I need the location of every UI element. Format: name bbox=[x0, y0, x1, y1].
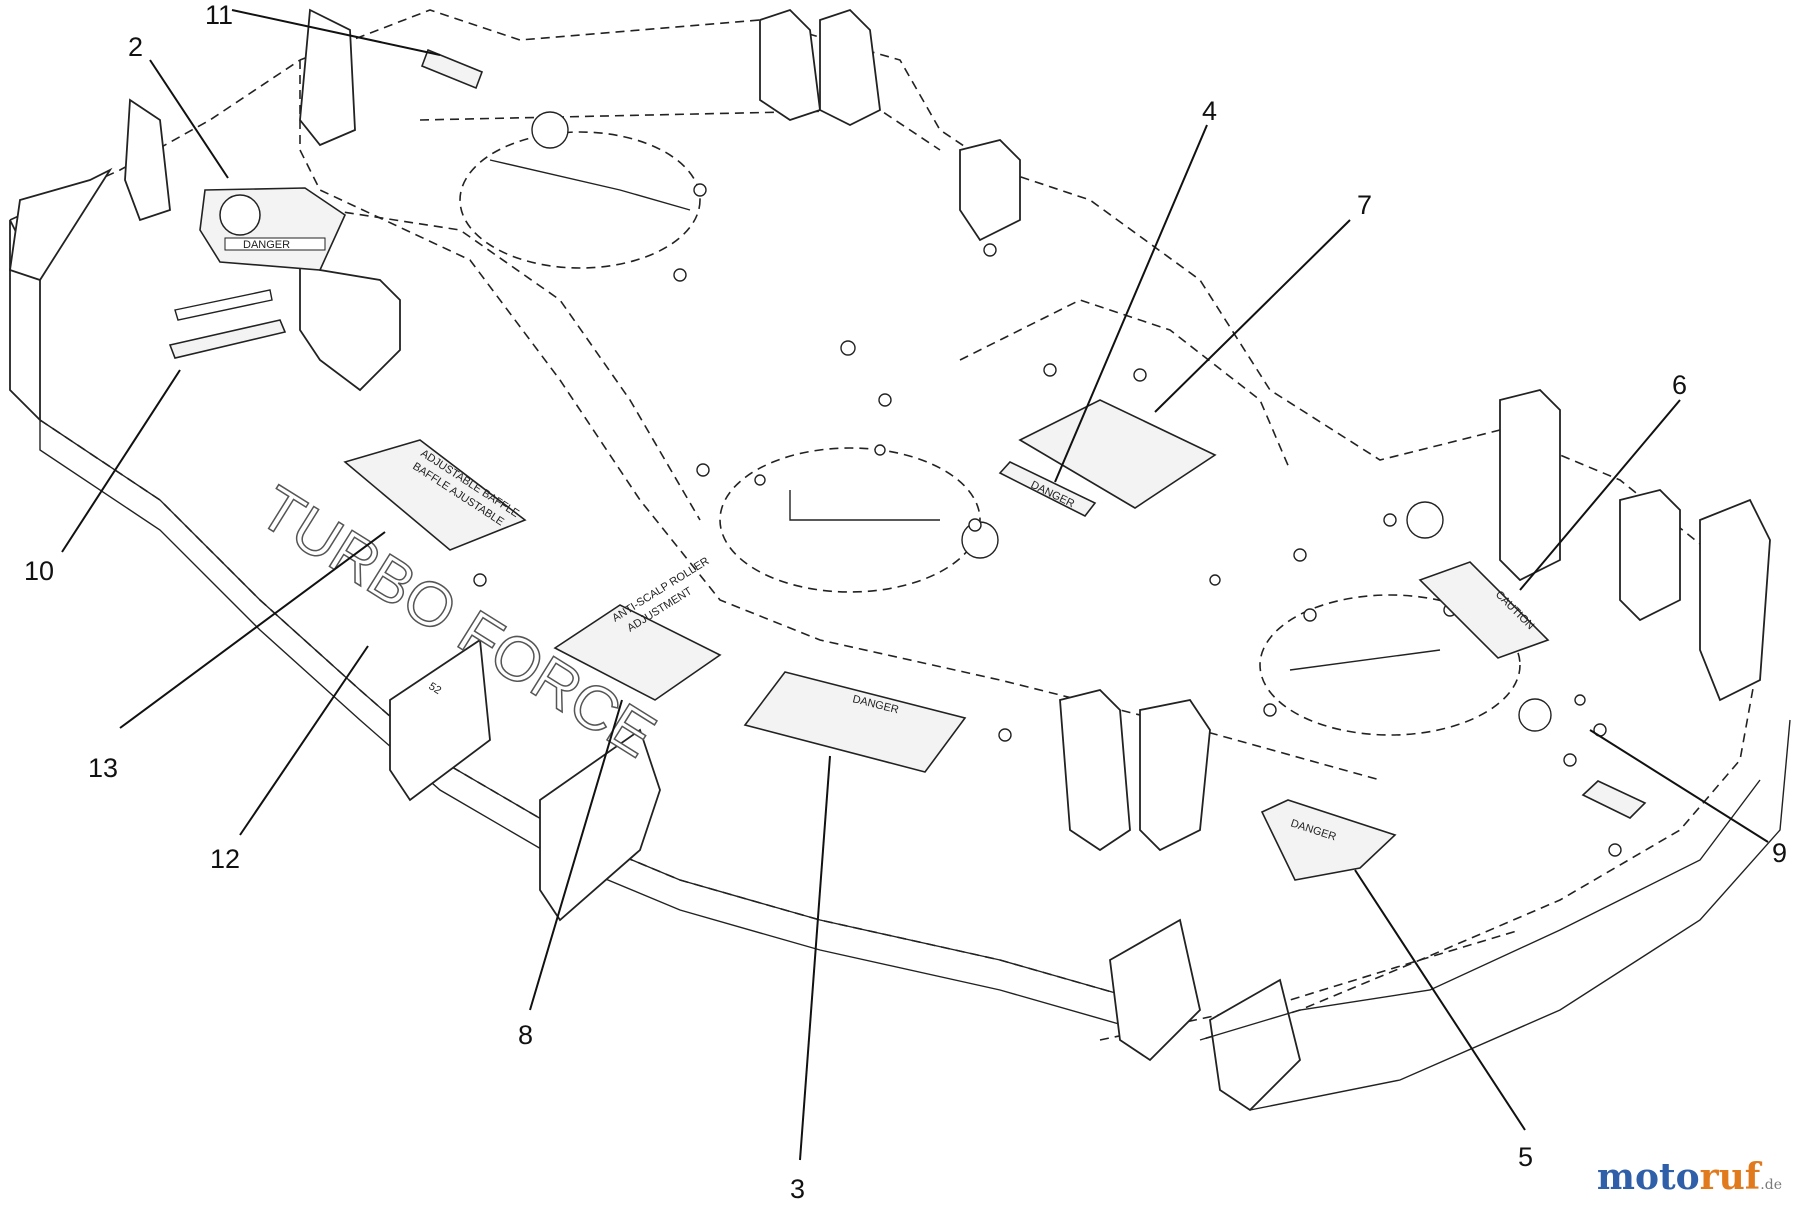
callout-13: 13 bbox=[88, 753, 118, 783]
decal-2-danger: DANGER bbox=[199, 187, 347, 271]
mounting-holes bbox=[473, 111, 1622, 857]
decal-2-text: DANGER bbox=[243, 239, 290, 251]
decal-10-strip bbox=[168, 289, 287, 359]
deck-structure bbox=[9, 8, 1791, 1112]
callout-5: 5 bbox=[1518, 1142, 1533, 1172]
decal-11 bbox=[420, 48, 484, 90]
callout-2: 2 bbox=[128, 32, 143, 62]
decal-7-plate bbox=[1018, 399, 1217, 509]
watermark-logo: motoruf.de bbox=[1597, 1156, 1782, 1198]
decal-5-danger: DANGER bbox=[1260, 799, 1397, 881]
callout-12: 12 bbox=[210, 844, 240, 874]
watermark-suffix: .de bbox=[1760, 1177, 1782, 1193]
callout-numbers: 11 2 4 7 6 10 13 12 8 3 5 9 bbox=[24, 0, 1787, 1204]
blade-openings bbox=[459, 131, 1521, 736]
leader-lines bbox=[61, 9, 1769, 1161]
callout-3: 3 bbox=[790, 1174, 805, 1204]
watermark-part2: ruf bbox=[1699, 1156, 1761, 1198]
callout-8: 8 bbox=[518, 1020, 533, 1050]
watermark-part1: moto bbox=[1596, 1156, 1700, 1198]
callout-4: 4 bbox=[1202, 96, 1217, 126]
callout-6: 6 bbox=[1672, 370, 1687, 400]
callout-11: 11 bbox=[205, 0, 233, 30]
decal-3-danger: DANGER bbox=[743, 671, 967, 773]
callout-9: 9 bbox=[1772, 838, 1787, 868]
brand-size: 52 bbox=[426, 680, 443, 697]
callout-10: 10 bbox=[24, 556, 54, 586]
decal-9 bbox=[1581, 780, 1647, 819]
callout-7: 7 bbox=[1357, 190, 1372, 220]
